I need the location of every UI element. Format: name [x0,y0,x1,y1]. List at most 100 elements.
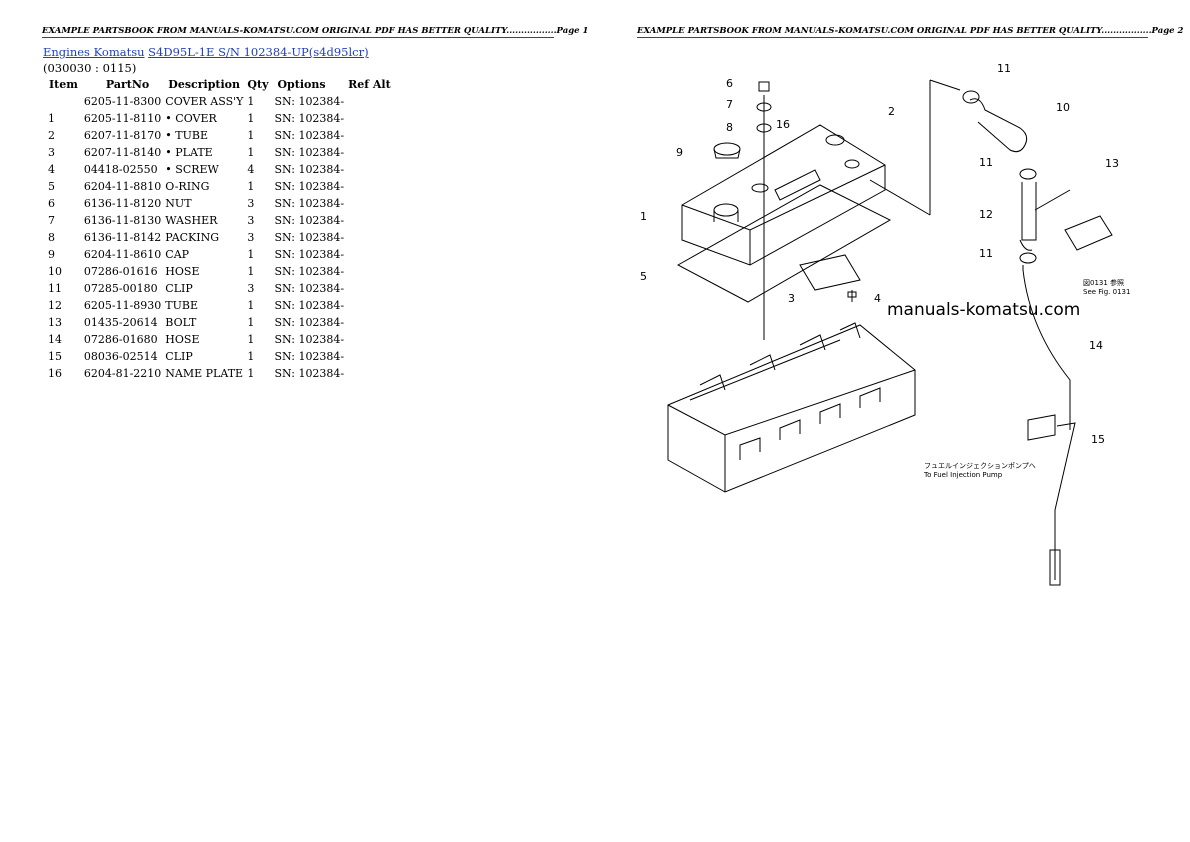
cell-options: SN: 102384- [274,367,345,380]
callout-8: 8 [726,121,733,134]
cell-partno: 07286-01616 [83,265,158,278]
cell-options: SN: 102384- [274,333,345,346]
cell-partno: 6207-11-8140 [83,146,162,159]
cell-partno: 07286-01680 [83,333,158,346]
cell-description: • TUBE [165,129,209,142]
cell-ref-alt [348,93,397,110]
column-header-ref-alt: Ref Alt [348,78,391,91]
table-header-row: Item PartNo Description Qty Options Ref … [43,76,397,93]
cell-description: WASHER [165,214,218,227]
cell-ref-alt [348,144,397,161]
cell-options: SN: 102384- [274,316,345,329]
cell-ref-alt [348,280,397,297]
callout-1: 1 [640,210,647,223]
cell-description: HOSE [165,333,200,346]
page1-header: EXAMPLE PARTSBOOK FROM MANUALS-KOMATSU.C… [42,26,589,38]
callout-4: 4 [874,292,881,305]
rocker-cover-drawing [681,124,886,266]
cell-item: 6 [48,197,55,210]
cell-partno: 6136-11-8120 [83,197,162,210]
cell-ref-alt [348,127,397,144]
column-header-description: Description [168,78,240,91]
cell-qty: 3 [247,282,255,295]
callout-11-bottom: 11 [979,247,993,260]
cell-partno: 6207-11-8170 [83,129,162,142]
callout-7: 7 [726,98,733,111]
cell-ref-alt [348,229,397,246]
cell-item: 13 [48,316,62,329]
cell-ref-alt [348,331,397,348]
breadcrumb-link-model[interactable]: S4D95L-1E S/N 102384-UP(s4d95lcr) [148,45,369,59]
cell-partno: 6136-11-8142 [83,231,162,244]
column-header-qty: Qty [247,78,269,91]
callout-15: 15 [1091,433,1105,446]
ref-note-en: See Fig. 0131 [1083,288,1130,296]
cell-description: • SCREW [165,163,219,176]
cell-options: SN: 102384- [274,180,345,193]
column-header-options: Options [277,78,326,91]
ref-note-jp: 図0131 参照 [1083,278,1124,287]
cell-ref-alt [348,110,397,127]
callout-11-middle: 11 [979,156,993,169]
cell-qty: 3 [247,231,255,244]
cell-item: 15 [48,350,62,363]
cell-item: 2 [48,129,55,142]
callout-2: 2 [888,105,895,118]
cell-options: SN: 102384- [274,231,345,244]
cell-description: COVER ASS'Y [165,95,244,108]
cell-item: 4 [48,163,55,176]
cell-options: SN: 102384- [274,282,345,295]
cell-qty: 1 [247,367,255,380]
cell-item: 3 [48,146,55,159]
exploded-parts-diagram: 1 2 3 4 5 6 7 8 9 10 11 11 11 12 13 14 1… [640,62,1130,586]
cell-ref-alt [348,178,397,195]
cylinder-head-drawing [667,322,916,493]
cell-partno: 07285-00180 [83,282,158,295]
cell-qty: 1 [247,180,255,193]
cell-ref-alt [348,212,397,229]
gasket-drawing [676,184,892,303]
page2-header: EXAMPLE PARTSBOOK FROM MANUALS-KOMATSU.C… [637,26,1184,38]
cell-partno: 6204-11-8810 [83,180,162,193]
cell-description: O-RING [165,180,210,193]
cell-item: 5 [48,180,55,193]
cell-qty: 1 [247,129,255,142]
cell-ref-alt [348,365,397,382]
cell-item: 7 [48,214,55,227]
cell-description: HOSE [165,265,200,278]
cell-qty: 1 [247,112,255,125]
breadcrumb-link-engines[interactable]: Engines Komatsu [43,45,145,59]
watermark: manuals-komatsu.com [887,300,1081,320]
cell-item: 8 [48,231,55,244]
cell-ref-alt [348,161,397,178]
callout-16: 16 [776,118,790,131]
cell-description: • COVER [165,112,217,125]
cell-options: SN: 102384- [274,146,345,159]
cell-description: CLIP [165,350,193,363]
cell-qty: 3 [247,214,255,227]
cell-description: TUBE [165,299,199,312]
callout-5: 5 [640,270,647,283]
pump-note-en: To Fuel Injection Pump [923,471,1003,479]
cell-item: 16 [48,367,62,380]
column-header-item: Item [49,78,78,91]
cell-ref-alt [348,297,397,314]
cell-item: 14 [48,333,62,346]
cell-description: • PLATE [165,146,213,159]
cell-ref-alt [348,348,397,365]
cell-qty: 1 [247,265,255,278]
cell-qty: 1 [247,299,255,312]
cell-description: CLIP [165,282,193,295]
plate-drawing [799,254,861,291]
small-parts-drawing [713,81,857,340]
hose-drawing [869,79,1113,586]
cell-item: 11 [48,282,62,295]
parts-table: Item PartNo Description Qty Options Ref … [43,76,397,382]
